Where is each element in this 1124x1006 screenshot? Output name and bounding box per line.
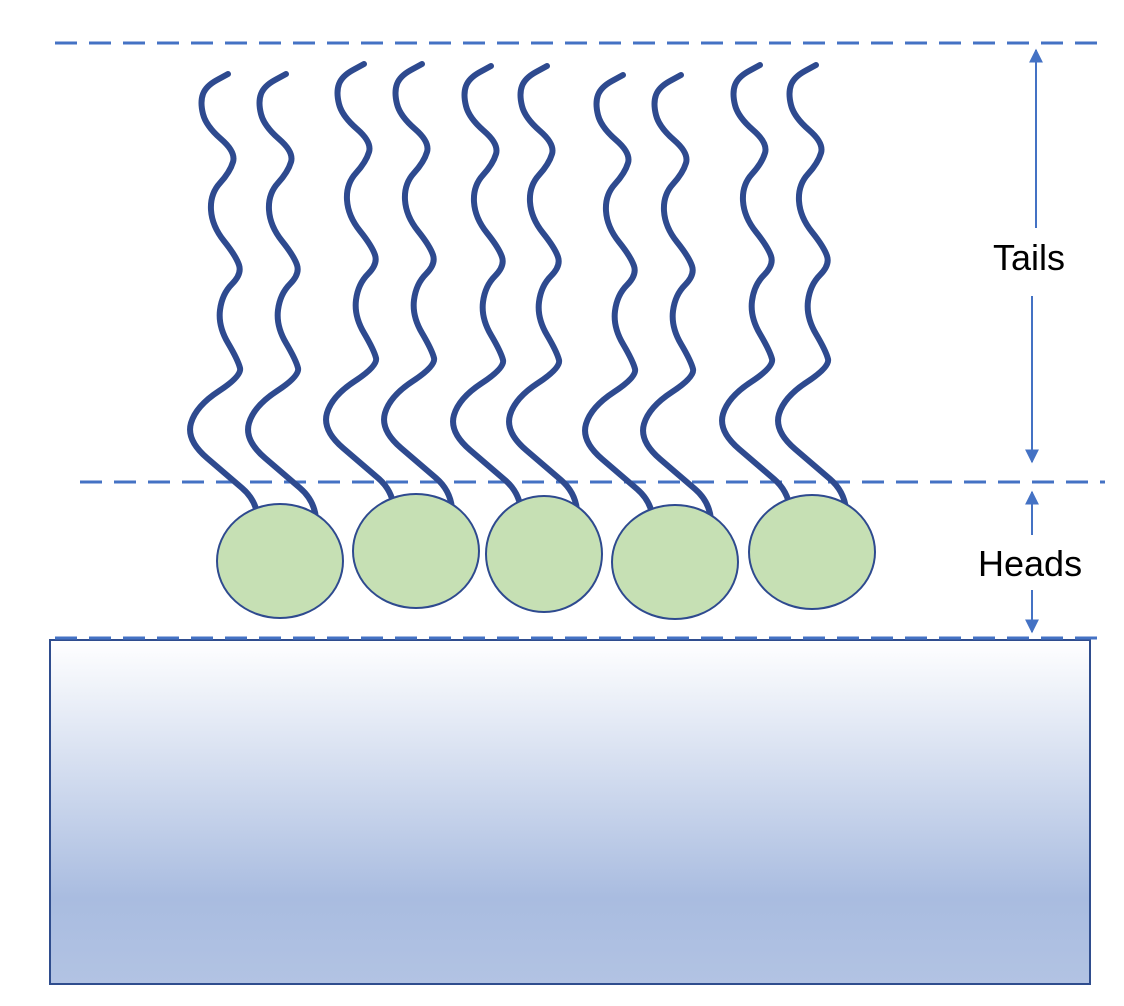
head-groups	[216, 493, 876, 620]
tail-chain	[719, 62, 793, 512]
tail-chain	[245, 71, 319, 521]
tail-chain	[450, 63, 524, 513]
tail-chains	[187, 61, 849, 522]
tail-chain	[323, 61, 397, 511]
tails-label: Tails	[993, 237, 1065, 278]
heads-label: Heads	[978, 543, 1082, 584]
tail-chain	[775, 62, 849, 512]
tail-chain	[381, 61, 455, 511]
head-group	[748, 494, 876, 610]
substrate-block	[49, 639, 1091, 985]
tail-chain	[640, 72, 714, 522]
head-group	[352, 493, 480, 609]
tail-chain	[506, 63, 580, 513]
head-group	[611, 504, 739, 620]
head-group	[485, 495, 603, 613]
tail-chain	[187, 71, 261, 521]
head-group	[216, 503, 344, 619]
tail-chain	[582, 72, 656, 522]
